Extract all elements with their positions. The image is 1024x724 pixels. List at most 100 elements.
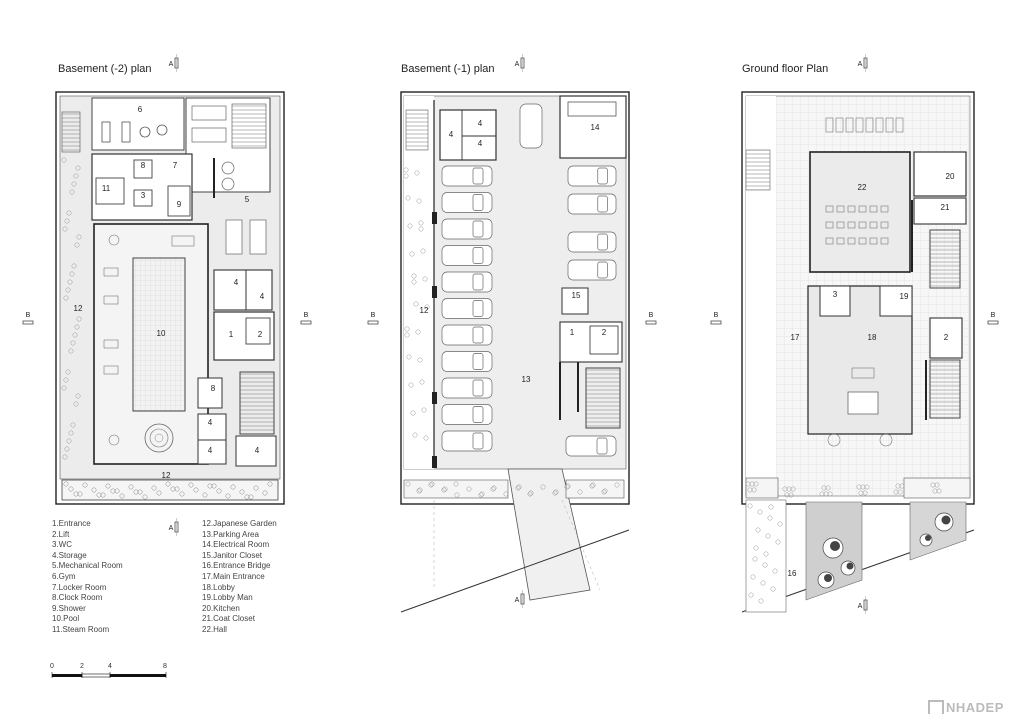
- plant-symbol: [65, 369, 71, 375]
- plant-symbol: [749, 481, 755, 487]
- parked-car: [441, 165, 493, 187]
- plant-symbol: [66, 210, 72, 216]
- table: [836, 237, 845, 245]
- section-marker: A: [515, 590, 525, 608]
- plant-symbol: [429, 481, 435, 487]
- plant-symbol: [137, 489, 143, 495]
- plant-symbol: [755, 527, 761, 533]
- parked-car: [441, 271, 493, 293]
- plant-symbol: [552, 490, 558, 496]
- parked-car: [441, 298, 493, 319]
- legend-item: 18.Lobby: [202, 582, 235, 592]
- plant-symbol: [747, 487, 753, 493]
- table: [836, 221, 845, 229]
- parked-car: [441, 377, 493, 399]
- room-number: 4: [255, 446, 260, 455]
- table: [836, 205, 845, 213]
- plant-symbol: [63, 481, 69, 487]
- plant-symbol: [786, 486, 792, 492]
- plant-symbol: [73, 401, 79, 407]
- plant-symbol: [767, 515, 773, 521]
- plant-symbol: [408, 382, 414, 388]
- section-marker: A: [515, 54, 525, 72]
- plant-symbol: [782, 486, 788, 492]
- dining-table: [825, 117, 834, 133]
- room-number: 4: [234, 278, 239, 287]
- table: [858, 221, 867, 229]
- legend-item: 2.Lift: [52, 529, 70, 539]
- section-marker: B: [987, 312, 999, 325]
- plant-symbol: [414, 170, 420, 176]
- room-number: 1: [570, 328, 575, 337]
- plant-symbol: [553, 489, 559, 495]
- plant-symbol: [753, 481, 759, 487]
- plant-symbol: [565, 483, 571, 489]
- plant-symbol: [528, 490, 534, 496]
- plant-symbol: [589, 483, 595, 489]
- plant-symbol: [899, 483, 905, 489]
- dining-table: [835, 117, 844, 133]
- room-number: 11: [102, 184, 111, 193]
- legend-item: 17.Main Entrance: [202, 571, 265, 581]
- plant-symbol: [758, 598, 764, 604]
- plant-symbol: [860, 484, 866, 490]
- section-marker-letter: B: [26, 312, 31, 319]
- plant-symbol: [858, 490, 864, 496]
- plant-symbol: [772, 568, 778, 574]
- plant-symbol: [768, 504, 774, 510]
- plant-symbol: [745, 481, 751, 487]
- plant-symbol: [67, 279, 73, 285]
- plant-symbol: [170, 486, 176, 492]
- plant-symbol: [406, 354, 412, 360]
- plant-symbol: [62, 226, 68, 232]
- plant-symbol: [491, 485, 497, 491]
- scale-label-8: 8: [163, 663, 167, 670]
- plant-symbol: [63, 295, 69, 301]
- table: [825, 221, 834, 229]
- plant-symbol: [577, 489, 583, 495]
- legend-item: 13.Parking Area: [202, 529, 259, 539]
- table: [869, 221, 878, 229]
- table: [869, 237, 878, 245]
- plant-symbol: [407, 223, 413, 229]
- plant-symbol: [932, 488, 938, 494]
- section-marker-letter: A: [169, 61, 174, 68]
- legend-item: 5.Mechanical Room: [52, 561, 123, 571]
- dining-table: [875, 117, 884, 133]
- plant-symbol: [211, 483, 217, 489]
- plant-symbol: [747, 503, 753, 509]
- plant-symbol: [69, 189, 75, 195]
- plant-symbol: [895, 483, 901, 489]
- plant-symbol: [419, 379, 425, 385]
- legend-item: 3.WC: [52, 540, 72, 550]
- parked-car: [441, 430, 493, 452]
- plant-symbol: [63, 377, 69, 383]
- room-number: 22: [858, 183, 867, 192]
- plant-symbol: [503, 491, 509, 497]
- plant-symbol: [821, 485, 827, 491]
- plant-symbol: [64, 446, 70, 452]
- section-marker-letter: B: [991, 312, 996, 319]
- plant-symbol: [777, 521, 783, 527]
- plant-symbol: [862, 490, 868, 496]
- legend-item: 12.Japanese Garden: [202, 519, 277, 528]
- plan-basement-2: [55, 91, 285, 505]
- plant-symbol: [564, 484, 570, 490]
- room-number: 2: [602, 328, 607, 337]
- scale-label-0: 0: [50, 663, 54, 670]
- plant-symbol: [825, 485, 831, 491]
- parked-car: [567, 165, 617, 187]
- plant-symbol: [73, 491, 79, 497]
- plant-symbol: [73, 173, 79, 179]
- dining-table: [855, 117, 864, 133]
- plant-symbol: [410, 410, 416, 416]
- dining-table: [895, 117, 904, 133]
- tree-symbol: [817, 571, 835, 589]
- plant-symbol: [416, 198, 422, 204]
- legend-item: 14.Electrical Room: [202, 540, 270, 550]
- plant-symbol: [409, 251, 415, 257]
- plant-symbol: [165, 481, 171, 487]
- plant-symbol: [70, 340, 76, 346]
